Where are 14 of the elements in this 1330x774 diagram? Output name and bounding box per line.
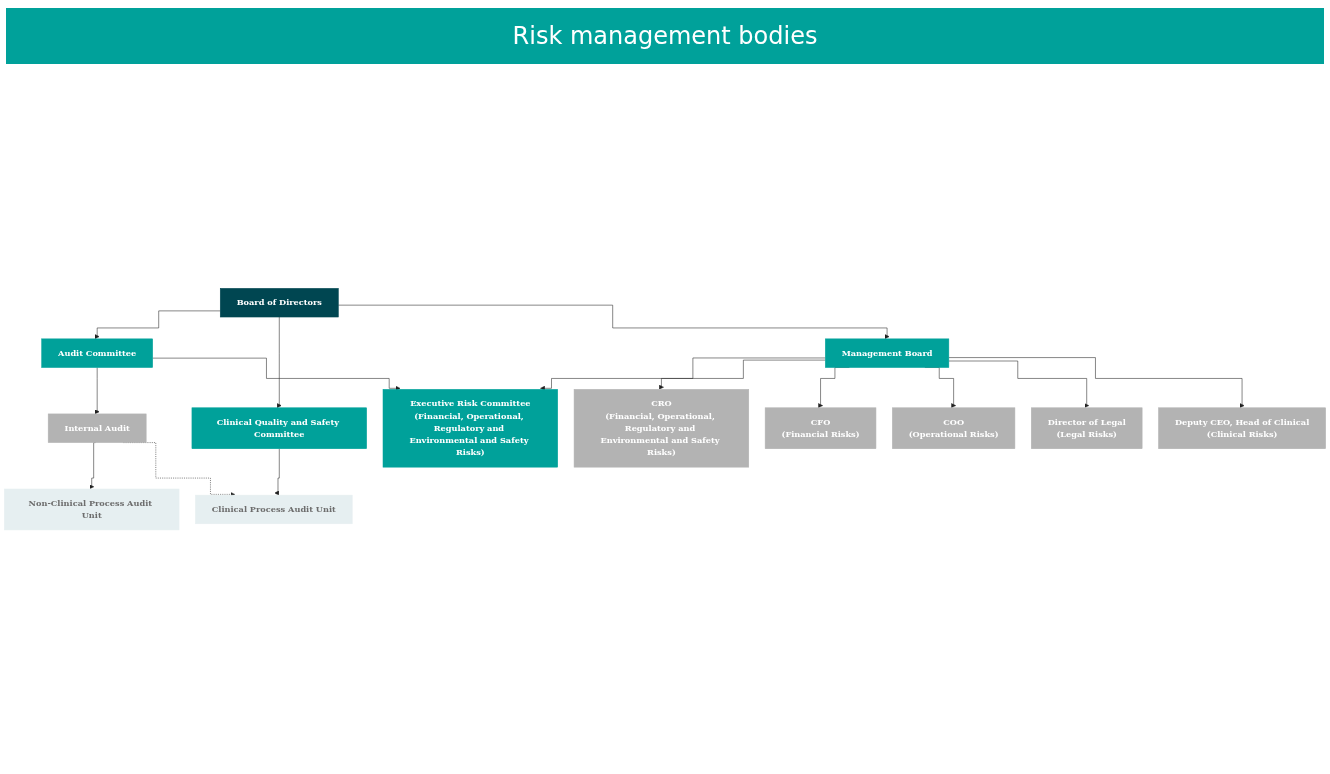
node-box: Board of Directors [219,287,339,318]
title-banner: Risk management bodies [6,8,1324,64]
node-box: Clinical Quality and Safety Committee [191,407,367,449]
node-box: Executive Risk Committee (Financial, Operational, Regulatory and Environmental and Safety Risks) [382,388,558,468]
node-box: Clinical Process Audit Unit [195,494,353,524]
node-box: CFO (Financial Risks) [764,407,877,449]
node-box: Audit Committee [41,338,153,368]
node-box: COO (Operational Risks) [892,407,1016,449]
node-box: Non-Clinical Process Audit Unit [4,488,180,531]
node-box: Director of Legal (Legal Risks) [1031,407,1143,449]
node-box: Management Board [825,338,950,368]
node-box: Deputy CEO, Head of Clinical (Clinical Risks) [1158,407,1326,449]
node-box: CRO (Financial, Operational, Regulatory and Environmental and Safety Risks) [573,388,750,468]
node-box: Internal Audit [47,413,147,443]
